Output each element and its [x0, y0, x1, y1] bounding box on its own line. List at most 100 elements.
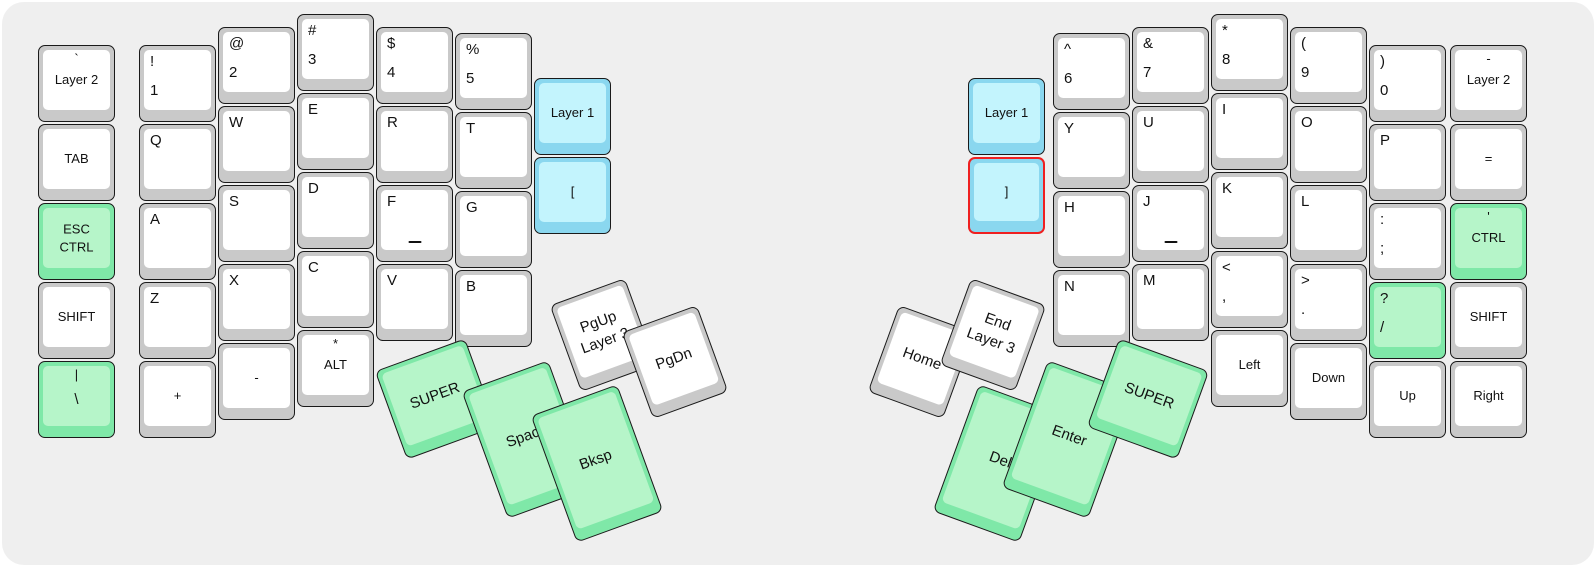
key-col-index-inner-1[interactable]: T	[455, 112, 532, 189]
key-col-pinky-outer-r-1[interactable]: =	[1450, 124, 1527, 201]
key-col-index-inner-3[interactable]: B	[455, 270, 532, 347]
key-col-pinky-3[interactable]: Z	[139, 282, 216, 359]
key-col-pinky-outer-0[interactable]: `Layer 2	[38, 45, 115, 122]
key-col-index-inner-0[interactable]: %5	[455, 33, 532, 110]
keycap-surface: =	[1455, 129, 1522, 189]
key-col-index-1[interactable]: R	[376, 106, 453, 183]
key-col-middle-r-1[interactable]: I	[1211, 93, 1288, 170]
key-legend-center: TAB	[64, 151, 89, 167]
keycap-surface: ^6	[1058, 38, 1125, 98]
keycap-surface: Up	[1374, 366, 1441, 426]
key-legend-base: /	[1380, 319, 1385, 336]
keycap-surface: |\	[43, 366, 110, 426]
key-col-pinky-r-4[interactable]: Up	[1369, 361, 1446, 438]
keycap-surface: *ALT	[302, 335, 369, 395]
key-col-ring-0[interactable]: @2	[218, 27, 295, 104]
key-legend-base: 2	[229, 64, 238, 81]
key-legend-shifted: #	[308, 22, 317, 39]
key-col-index-inner-r-3[interactable]: N	[1053, 270, 1130, 347]
key-col-pinky-r-1[interactable]: P	[1369, 124, 1446, 201]
key-col-middle-r-0[interactable]: *8	[1211, 14, 1288, 91]
keycap-surface: &7	[1137, 32, 1204, 92]
key-col-pinky-0[interactable]: !1	[139, 45, 216, 122]
key-col-middle-2[interactable]: D	[297, 172, 374, 249]
keycap-surface: ?/	[1374, 287, 1441, 347]
key-legend-shifted: (	[1301, 35, 1306, 52]
key-col-index-inner-r-1[interactable]: Y	[1053, 112, 1130, 189]
key-col-pinky-outer-r-2[interactable]: ' CTRL	[1450, 203, 1527, 280]
key-legend-center: Layer 1	[550, 105, 595, 121]
keycap-surface: X	[223, 269, 290, 329]
key-legend-shifted: -	[1486, 51, 1491, 66]
keycap-surface: Down	[1295, 348, 1362, 408]
key-legend-base: 0	[1380, 82, 1389, 99]
key-legend-center: Layer 2	[54, 72, 99, 88]
key-legend-shifted: *	[332, 336, 339, 351]
key-col-pinky-outer-r-3[interactable]: SHIFT	[1450, 282, 1527, 359]
keycap-surface: P	[1374, 129, 1441, 189]
key-legend-shifted: A	[150, 211, 161, 228]
key-legend-shifted: '	[1487, 209, 1490, 224]
key-col-thumb-outer-r-0[interactable]: Layer 1	[968, 78, 1045, 155]
key-col-ring-3[interactable]: X	[218, 264, 295, 341]
key-col-pinky-r-3[interactable]: ?/	[1369, 282, 1446, 359]
keycap-surface: Layer 1	[539, 83, 606, 143]
key-col-pinky-outer-1[interactable]: TAB	[38, 124, 115, 201]
key-col-pinky-r-0[interactable]: )0	[1369, 45, 1446, 122]
key-col-thumb-outer-0[interactable]: Layer 1	[534, 78, 611, 155]
key-col-ring-r-1[interactable]: O	[1290, 106, 1367, 183]
key-col-pinky-2[interactable]: A	[139, 203, 216, 280]
key-col-ring-2[interactable]: S	[218, 185, 295, 262]
key-col-index-0[interactable]: $4	[376, 27, 453, 104]
key-col-pinky-r-2[interactable]: :;	[1369, 203, 1446, 280]
key-legend-center: SHIFT	[1469, 309, 1508, 325]
key-legend-center: Down	[1311, 370, 1346, 386]
keycap-surface: B	[460, 275, 527, 335]
key-col-pinky-outer-4[interactable]: |\	[38, 361, 115, 438]
keycap-surface: W	[223, 111, 290, 171]
key-col-thumb-outer-1[interactable]: [	[534, 157, 611, 234]
key-col-ring-r-4[interactable]: Down	[1290, 343, 1367, 420]
key-col-middle-r-2[interactable]: K	[1211, 172, 1288, 249]
keycap-surface: !1	[144, 50, 211, 110]
key-thumb-bksp[interactable]: Bksp	[530, 384, 664, 543]
key-col-pinky-outer-r-0[interactable]: -Layer 2	[1450, 45, 1527, 122]
key-legend-shifted: $	[387, 35, 396, 52]
key-col-index-r-0[interactable]: &7	[1132, 27, 1209, 104]
key-col-middle-3[interactable]: C	[297, 251, 374, 328]
key-col-ring-r-3[interactable]: >.	[1290, 264, 1367, 341]
key-col-middle-0[interactable]: #3	[297, 14, 374, 91]
key-col-ring-r-0[interactable]: (9	[1290, 27, 1367, 104]
key-col-middle-1[interactable]: E	[297, 93, 374, 170]
keycap-surface: -Layer 2	[1455, 50, 1522, 110]
key-col-middle-4[interactable]: *ALT	[297, 330, 374, 407]
key-col-middle-r-4[interactable]: Left	[1211, 330, 1288, 407]
keycap-surface: TAB	[43, 129, 110, 189]
key-col-index-3[interactable]: V	[376, 264, 453, 341]
key-legend-shifted: J	[1143, 193, 1151, 210]
key-col-ring-4[interactable]: -	[218, 343, 295, 420]
key-legend-shifted: T	[466, 120, 476, 137]
keycap-surface: D	[302, 177, 369, 237]
keycap-surface: )0	[1374, 50, 1441, 110]
key-col-index-inner-2[interactable]: G	[455, 191, 532, 268]
key-col-thumb-outer-r-1[interactable]: ]	[968, 157, 1045, 234]
key-col-ring-1[interactable]: W	[218, 106, 295, 183]
key-col-pinky-outer-2[interactable]: ESC CTRL	[38, 203, 115, 280]
key-legend-center: CTRL	[1471, 230, 1506, 246]
key-col-middle-r-3[interactable]: <,	[1211, 251, 1288, 328]
key-col-index-inner-r-0[interactable]: ^6	[1053, 33, 1130, 110]
key-legend-shifted: Z	[150, 290, 160, 307]
key-col-index-2[interactable]: F	[376, 185, 453, 262]
key-col-pinky-1[interactable]: Q	[139, 124, 216, 201]
key-col-index-r-1[interactable]: U	[1132, 106, 1209, 183]
key-col-pinky-outer-r-4[interactable]: Right	[1450, 361, 1527, 438]
key-col-index-inner-r-2[interactable]: H	[1053, 191, 1130, 268]
key-col-pinky-outer-3[interactable]: SHIFT	[38, 282, 115, 359]
key-legend-base: 9	[1301, 64, 1310, 81]
key-col-pinky-4[interactable]: +	[139, 361, 216, 438]
key-col-index-r-3[interactable]: M	[1132, 264, 1209, 341]
key-col-index-r-2[interactable]: J	[1132, 185, 1209, 262]
key-col-ring-r-2[interactable]: L	[1290, 185, 1367, 262]
keycap-surface: A	[144, 208, 211, 268]
